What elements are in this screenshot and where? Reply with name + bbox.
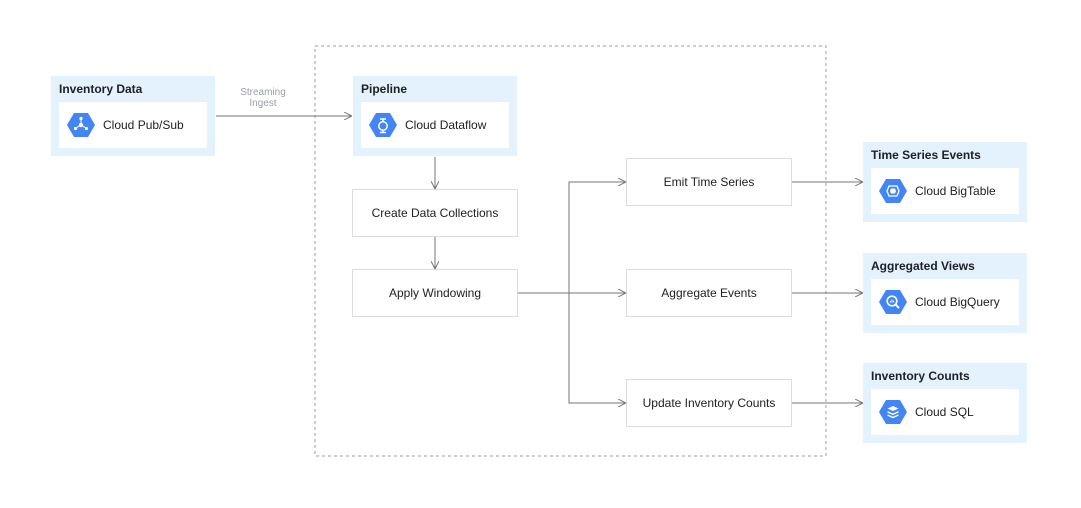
pubsub-icon <box>67 113 95 137</box>
dataflow-card[interactable]: Cloud Dataflow <box>361 102 509 148</box>
dataflow-label: Cloud Dataflow <box>405 118 487 132</box>
streaming-ingest-line2: Ingest <box>249 98 277 109</box>
aggregated-views-group: Aggregated Views Cloud BigQuery <box>863 253 1027 333</box>
aggregate-events-step[interactable]: Aggregate Events <box>626 269 792 317</box>
bigtable-label: Cloud BigTable <box>915 184 996 198</box>
cloud-sql-icon <box>879 400 907 424</box>
window-to-update-arrow <box>568 293 625 403</box>
pipeline-group: Pipeline Cloud Dataflow <box>353 76 517 156</box>
bigquery-label: Cloud BigQuery <box>915 295 1000 309</box>
pipeline-boundary <box>314 45 827 457</box>
window-to-emit-arrow <box>568 182 625 293</box>
dataflow-icon <box>369 113 397 137</box>
inventory-counts-title: Inventory Counts <box>871 369 970 383</box>
pipeline-title: Pipeline <box>361 82 408 96</box>
bigtable-card[interactable]: Cloud BigTable <box>871 168 1019 214</box>
update-inventory-counts-step[interactable]: Update Inventory Counts <box>626 379 792 427</box>
inventory-counts-group: Inventory Counts Cloud SQL <box>863 363 1027 443</box>
streaming-ingest-line1: Streaming <box>240 87 286 98</box>
emit-time-series-step[interactable]: Emit Time Series <box>626 158 792 206</box>
pubsub-label: Cloud Pub/Sub <box>103 118 184 132</box>
bigtable-icon <box>879 179 907 203</box>
bigquery-card[interactable]: Cloud BigQuery <box>871 279 1019 325</box>
time-series-events-title: Time Series Events <box>871 148 981 162</box>
inventory-data-group: Inventory Data Cloud Pub/Sub <box>51 76 215 156</box>
cloud-sql-card[interactable]: Cloud SQL <box>871 389 1019 435</box>
aggregated-views-title: Aggregated Views <box>871 259 975 273</box>
inventory-data-title: Inventory Data <box>59 82 143 96</box>
time-series-events-group: Time Series Events Cloud BigTable <box>863 142 1027 222</box>
streaming-ingest-label: Streaming Ingest <box>223 87 303 109</box>
cloud-sql-label: Cloud SQL <box>915 405 974 419</box>
pubsub-card[interactable]: Cloud Pub/Sub <box>59 102 207 148</box>
bigquery-icon <box>879 290 907 314</box>
apply-windowing-step[interactable]: Apply Windowing <box>352 269 518 317</box>
create-data-collections-step[interactable]: Create Data Collections <box>352 189 518 237</box>
